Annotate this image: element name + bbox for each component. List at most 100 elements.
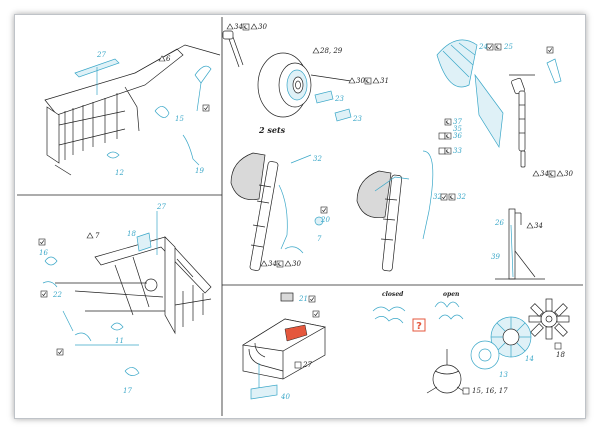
- closed-door-part: [372, 306, 406, 312]
- panel-mid-right: 32 32 26 34 39: [356, 150, 545, 280]
- bracket-part: [495, 208, 545, 280]
- sets-label: 2 sets: [258, 125, 286, 135]
- triangle-icon: [312, 47, 320, 54]
- part-32: 32: [457, 193, 466, 201]
- part-27: 27: [156, 203, 166, 211]
- part-22: 22: [52, 291, 62, 299]
- night-icon: [444, 147, 452, 155]
- part-17: 17: [123, 387, 132, 395]
- square-27: 27: [302, 361, 312, 369]
- part-20: 20: [320, 216, 330, 224]
- squares-15-16-17: 15, 16, 17: [472, 387, 508, 395]
- night-icon: [494, 43, 502, 51]
- triangle-7: 7: [95, 232, 100, 240]
- strut-long: [474, 73, 535, 168]
- radio-box: [242, 318, 326, 380]
- part-13: 13: [499, 371, 508, 379]
- night-icon: [444, 118, 452, 126]
- triangle-icon: [556, 170, 564, 177]
- glue-tick-icon: [202, 104, 210, 112]
- night-icon: [448, 193, 456, 201]
- part-15: 15: [175, 115, 184, 123]
- triangle-30: 30: [292, 260, 301, 268]
- part-18: 18: [127, 230, 136, 238]
- part-7: 7: [317, 235, 322, 243]
- part-21: 21: [298, 295, 308, 303]
- strut-top: [222, 30, 244, 68]
- question-box: [412, 318, 426, 332]
- part-14: 14: [525, 355, 534, 363]
- part-23: 23: [352, 115, 362, 123]
- cyan-disc-part: [490, 316, 532, 358]
- part-32: 32: [313, 155, 322, 163]
- strut-assembly-left: [230, 152, 324, 271]
- triangle-30: 30: [258, 23, 267, 31]
- night-icon: [364, 77, 372, 85]
- wheel-cover-part: [436, 39, 478, 88]
- label-plate-part: [250, 384, 278, 400]
- cockpit-frame-top: [44, 44, 221, 176]
- triangle-34: 34: [268, 260, 277, 268]
- triangle-icon: [284, 260, 292, 267]
- glue-tick-icon: [320, 206, 328, 214]
- propeller-hub-part: [426, 349, 468, 394]
- triangle-icon: [372, 77, 380, 84]
- square-icon: [554, 342, 562, 350]
- part-19: 19: [195, 167, 204, 175]
- panel-mid-middle: 32 20 7 34 30: [230, 152, 330, 271]
- triangle-icon: [250, 23, 258, 30]
- part-33: 33: [453, 147, 462, 155]
- part-40: 40: [280, 393, 290, 401]
- star-gear-part: [528, 298, 570, 340]
- question-mark: ?: [416, 321, 422, 332]
- glue-tick-icon: [56, 348, 64, 356]
- triangle-icon: [526, 222, 534, 229]
- panel-bottom-left: 27 7 18 16 22 11 17: [38, 203, 212, 395]
- part-23: 23: [334, 95, 344, 103]
- glue-tick-icon: [38, 238, 46, 246]
- square-icon: [462, 387, 470, 395]
- panel-bottom-right: closed open ?: [372, 291, 570, 395]
- triangle-icon: [260, 260, 268, 267]
- night-icon: [444, 132, 452, 140]
- part-32: 32: [433, 193, 442, 201]
- triangle-icon: [86, 232, 94, 239]
- panel-top-left: 27 6 15 19 12: [44, 44, 221, 177]
- instruction-diagram: 27 6 15 19 12: [17, 17, 583, 416]
- triangle-icon: [532, 170, 540, 177]
- part-24: 24: [478, 43, 488, 51]
- strut-assembly-right: [356, 150, 434, 272]
- night-icon: [276, 260, 284, 268]
- closed-label: closed: [382, 291, 404, 298]
- triangle-34: 34: [234, 23, 243, 31]
- square-icon: [438, 147, 446, 155]
- part-11: 11: [115, 337, 124, 345]
- part-27: 27: [96, 51, 106, 59]
- part-26: 26: [494, 219, 504, 227]
- triangle-30b: 30: [356, 77, 365, 85]
- part-35: 35: [453, 125, 462, 133]
- panel-bottom-middle: 21 27 40: [242, 292, 326, 401]
- part-39: 39: [491, 253, 500, 261]
- ring-disc-part: [470, 340, 500, 370]
- square-icon: [438, 132, 446, 140]
- night-icon: [548, 170, 556, 178]
- glue-tick-icon: [440, 193, 448, 201]
- triangle-6: 6: [166, 55, 171, 63]
- wheel-tyre: [257, 52, 312, 118]
- glue-tick-icon: [312, 310, 320, 318]
- triangles-28-29: 28, 29: [319, 47, 343, 55]
- triangle-30: 30: [564, 170, 573, 178]
- part-36: 36: [453, 132, 462, 140]
- part-16: 16: [39, 249, 48, 257]
- part-18: 18: [556, 351, 565, 359]
- red-panel: [284, 324, 308, 342]
- triangle-31: 31: [380, 77, 389, 85]
- part-12: 12: [115, 169, 124, 177]
- square-icon: [294, 361, 302, 369]
- panel-top-right: 24 25 37 35 36 33 34 30: [436, 39, 573, 178]
- night-icon: [242, 23, 250, 31]
- open-label: open: [443, 291, 459, 298]
- glue-tick-icon: [546, 46, 554, 54]
- glue-tick-icon: [308, 295, 316, 303]
